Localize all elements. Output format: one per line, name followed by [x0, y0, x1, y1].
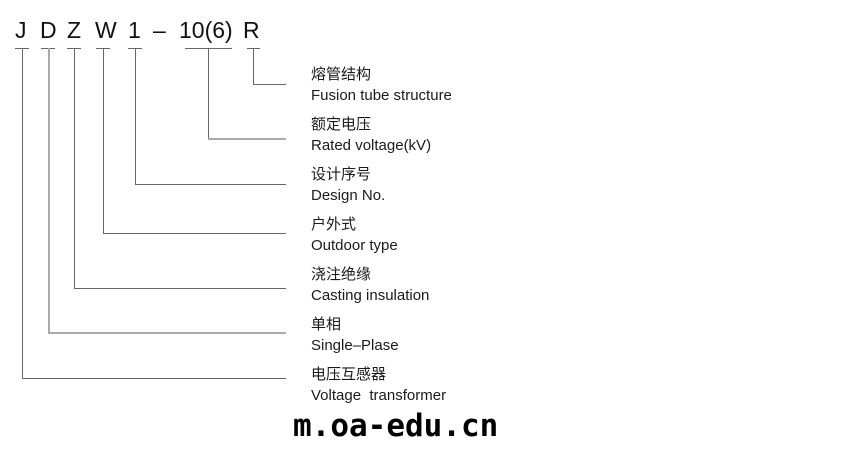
- connector-w-vertical: [103, 48, 104, 233]
- label-en: Casting insulation: [311, 287, 430, 304]
- label-cn: 单相: [311, 315, 342, 333]
- connector-r-vertical: [253, 48, 254, 85]
- label-en: Outdoor type: [311, 237, 398, 254]
- code-char-j: J: [15, 17, 27, 43]
- label-en: Single–Plase: [311, 337, 399, 354]
- label-voltage-transformer: 电压互感器 Voltage transformer: [311, 364, 446, 406]
- code-char-1: 1: [128, 17, 141, 43]
- label-en: Fusion tube structure: [311, 87, 452, 104]
- connector-1-horizontal: [135, 184, 286, 185]
- label-design-no: 设计序号 Design No.: [311, 164, 385, 206]
- code-char-z: Z: [67, 17, 82, 43]
- connector-d-vertical: [48, 48, 50, 333]
- label-casting-insulation: 浇注绝缘 Casting insulation: [311, 264, 429, 306]
- connector-j-vertical: [22, 48, 23, 379]
- connector-z-horizontal: [74, 288, 286, 289]
- label-cn: 浇注绝缘: [311, 265, 372, 283]
- code-char-d: D: [40, 17, 57, 43]
- label-en: Design No.: [311, 187, 386, 204]
- label-fusion-tube: 熔管结构 Fusion tube structure: [311, 64, 452, 106]
- label-outdoor-type: 户外式 Outdoor type: [311, 214, 398, 256]
- code-char-dash: –: [153, 17, 166, 43]
- connector-w-horizontal: [103, 233, 286, 234]
- label-en: Rated voltage(kV): [311, 137, 432, 154]
- watermark: m.oa-edu.cn: [293, 408, 499, 444]
- label-en: Voltage transformer: [311, 387, 447, 404]
- connector-1-vertical: [135, 48, 136, 185]
- connector-voltage-vertical: [208, 48, 209, 139]
- connector-voltage-horizontal: [208, 138, 286, 140]
- label-cn: 熔管结构: [311, 65, 372, 83]
- label-cn: 设计序号: [311, 165, 372, 183]
- code-char-r: R: [243, 17, 260, 43]
- label-single-phase: 单相 Single–Plase: [311, 314, 399, 356]
- label-rated-voltage: 额定电压 Rated voltage(kV): [311, 114, 431, 156]
- connector-z-vertical: [74, 48, 75, 288]
- label-cn: 额定电压: [311, 115, 372, 133]
- label-cn: 电压互感器: [311, 365, 387, 383]
- code-char-voltage: 10(6): [179, 17, 233, 43]
- connector-j-horizontal: [22, 378, 286, 379]
- connector-r-horizontal: [253, 84, 286, 85]
- code-char-w: W: [95, 17, 117, 43]
- label-cn: 户外式: [311, 215, 357, 233]
- connector-d-horizontal: [48, 332, 286, 334]
